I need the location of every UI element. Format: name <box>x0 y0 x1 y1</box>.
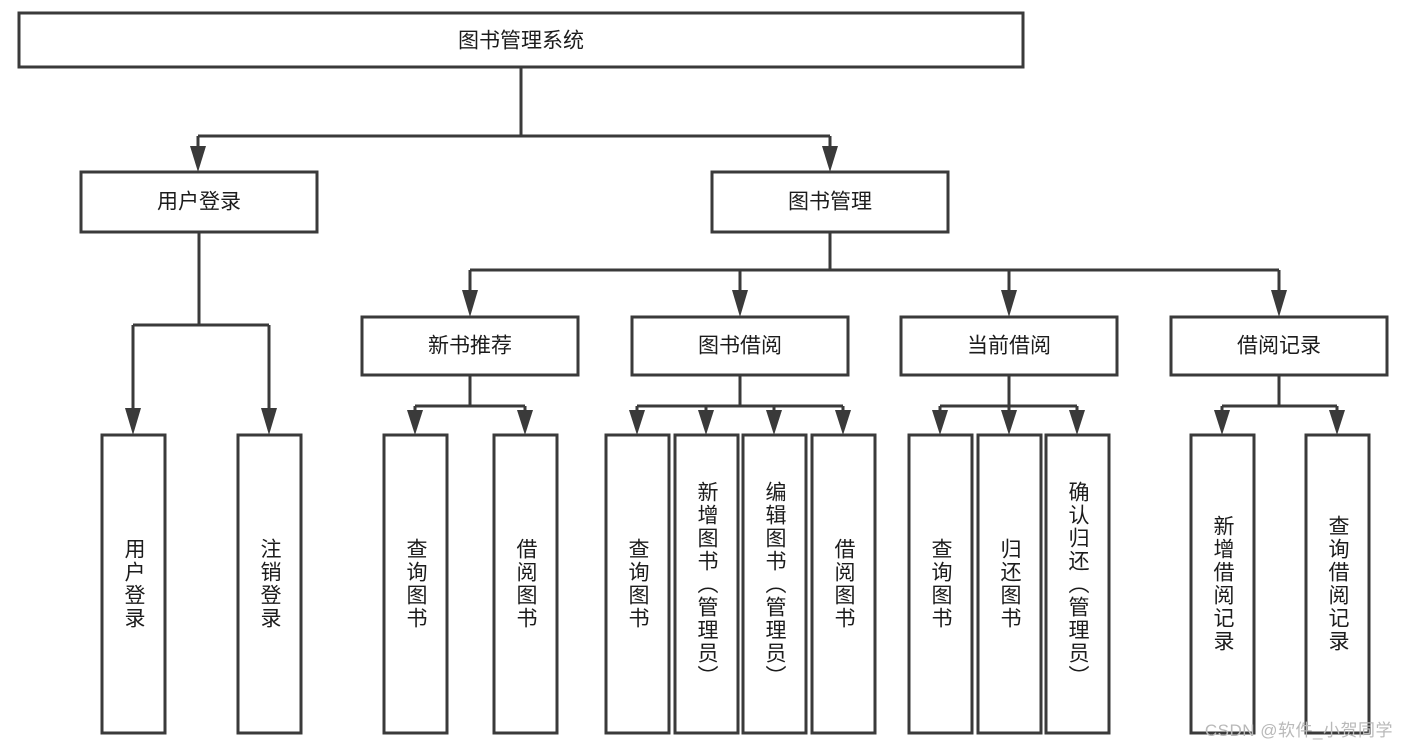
arrow-head-book-borrow-4 <box>835 410 851 435</box>
arrow-head-borrow-record-2 <box>1329 410 1345 435</box>
arrow-head-borrow-record-1 <box>1214 410 1230 435</box>
node-book-borrow-label: 图书借阅 <box>698 335 782 358</box>
arrow-head-current-borrow-1 <box>932 410 948 435</box>
leaf-book-borrow-1-box[interactable] <box>673 433 740 735</box>
leaf-new-book-1-box[interactable] <box>492 433 559 735</box>
leaf-book-borrow-0-box[interactable] <box>604 433 671 735</box>
node-book-manage-box[interactable] <box>710 170 950 234</box>
node-root-box[interactable] <box>17 11 1025 69</box>
arrow-head-user-login-1 <box>125 408 141 435</box>
node-new-book-label: 新书推荐 <box>428 335 512 358</box>
node-book-borrow-box[interactable] <box>630 315 850 377</box>
arrow-head-current-borrow-3 <box>1069 410 1085 435</box>
node-current-borrow-label: 当前借阅 <box>967 335 1051 358</box>
arrow-head-level2-2 <box>732 290 748 317</box>
leaf-user-login-1-box[interactable] <box>236 433 303 735</box>
arrow-head-level1-2 <box>822 146 838 172</box>
arrow-head-user-login-2 <box>261 408 277 435</box>
node-root-label: 图书管理系统 <box>458 30 584 53</box>
watermark-text: CSDN @软件_小贺同学 <box>1204 721 1393 740</box>
leaf-borrow-record-1-box[interactable] <box>1304 433 1371 735</box>
leaf-new-book-0-box[interactable] <box>382 433 449 735</box>
arrow-head-book-borrow-3 <box>766 410 782 435</box>
node-new-book-box[interactable] <box>360 315 580 377</box>
leaf-current-borrow-1-box[interactable] <box>976 433 1043 735</box>
arrow-head-level2-4 <box>1271 290 1287 317</box>
arrow-head-current-borrow-2 <box>1001 410 1017 435</box>
arrow-head-new-book-2 <box>517 410 533 435</box>
leaf-book-borrow-3-box[interactable] <box>810 433 877 735</box>
arrow-head-book-borrow-2 <box>698 410 714 435</box>
node-current-borrow-box[interactable] <box>899 315 1119 377</box>
node-borrow-record-box[interactable] <box>1169 315 1389 377</box>
leaf-current-borrow-2-box[interactable] <box>1044 433 1111 735</box>
arrow-head-book-borrow-1 <box>629 410 645 435</box>
leaf-user-login-0-box[interactable] <box>100 433 167 735</box>
node-book-manage-label: 图书管理 <box>788 191 872 214</box>
leaf-borrow-record-0-box[interactable] <box>1189 433 1256 735</box>
node-user-login-label: 用户登录 <box>157 191 241 214</box>
arrow-head-new-book-1 <box>407 410 423 435</box>
arrow-head-level2-1 <box>462 290 478 317</box>
leaf-book-borrow-2-box[interactable] <box>741 433 808 735</box>
arrow-head-level1-1 <box>190 146 206 172</box>
leaf-current-borrow-0-box[interactable] <box>907 433 974 735</box>
arrow-head-level2-3 <box>1001 290 1017 317</box>
node-borrow-record-label: 借阅记录 <box>1237 335 1321 358</box>
